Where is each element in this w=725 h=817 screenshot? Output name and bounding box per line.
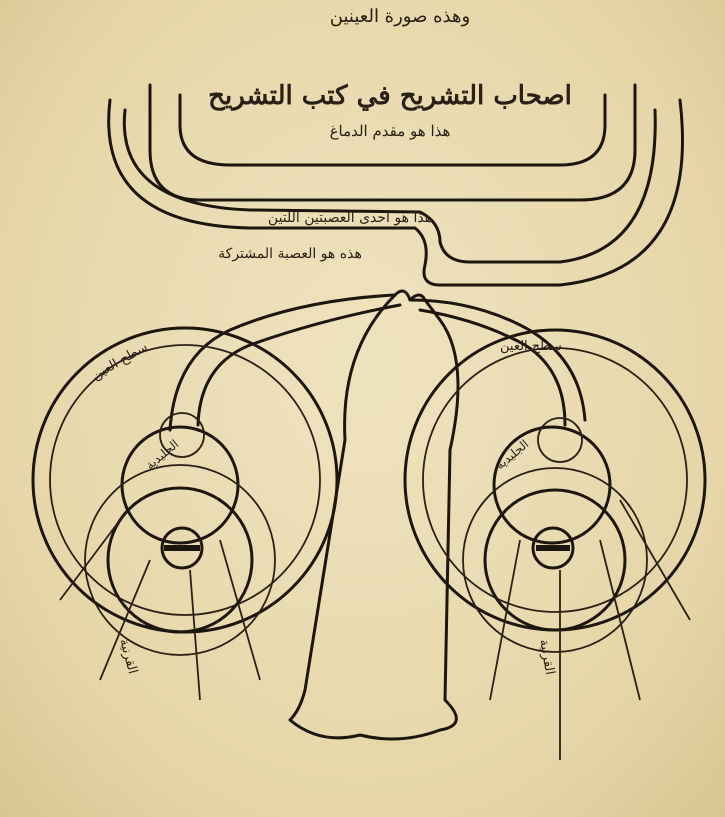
left-bottom-label: القرنية: [116, 637, 140, 676]
nerve-band-outer: [107, 98, 684, 287]
right-optic-nerve-inner: [418, 308, 567, 427]
brain-outline-inner: [178, 93, 607, 167]
label-leader-lines: [59, 499, 691, 760]
brain-label: هذا هو مقدم الدماغ: [330, 122, 451, 140]
left-optic-nerve-inner: [196, 303, 402, 427]
right-bottom-label: القرنية: [536, 638, 557, 676]
nerve-band-inner: [122, 108, 657, 264]
caption-top: وهذه صورة العينين: [330, 6, 470, 27]
diagram-title: اصحاب التشريح في كتب التشريح: [208, 81, 572, 111]
left-optic-nerve: [168, 293, 397, 432]
nerve-label: هذا هو احدى العصبتين اللتين: [268, 210, 432, 226]
optic-chiasm-funnel: [288, 289, 460, 741]
left-eye: [31, 326, 339, 656]
left-eye-label: سطح العين: [90, 340, 151, 384]
brain-outline-outer: [148, 83, 637, 202]
right-eye: [403, 328, 707, 653]
right-eye-label: سطح العين: [500, 339, 562, 354]
right-optic-nerve: [408, 298, 587, 422]
common-nerve-label: هذه هو العصبة المشتركة: [218, 246, 362, 262]
